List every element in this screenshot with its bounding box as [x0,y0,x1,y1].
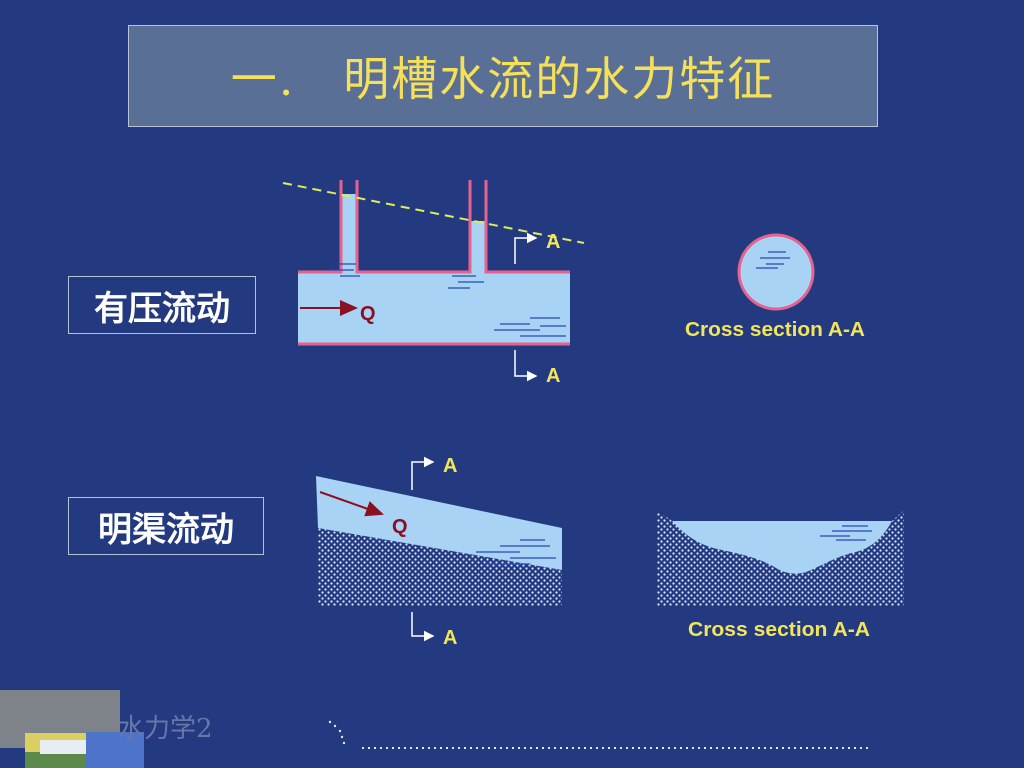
pipe-section-label-top: A [546,231,560,253]
channel-cross-section: Cross section A-A [657,510,904,641]
pipe-section-marker-bottom [514,350,538,382]
channel-section-label-bottom: A [443,627,457,649]
channel-section-marker-top [411,456,435,490]
pipe-cross-section: Cross section A-A [685,233,865,341]
channel-flow-diagram: Q A A [316,455,562,649]
channel-section-label-top: A [443,455,457,477]
channel-cross-section-water [672,521,892,574]
channel-bed-soil [318,528,562,606]
pipe-section-marker-top [514,232,538,264]
channel-section-marker-bottom [411,612,435,642]
channel-flow-arrow [319,491,384,517]
piezometer-water-1 [341,194,357,274]
pipe-top-wall-right [484,180,570,274]
piezometer-water-2 [470,221,486,274]
footer-decoration-blue [86,732,144,768]
hydraulic-grade-line [282,182,585,244]
pipe-top-wall-left [298,180,343,274]
pipe-flow-diagram: Q A A [282,180,585,387]
pipe-section-label-bottom: A [546,365,560,387]
channel-flow-label: Q [392,516,408,538]
pipe-top-wall-middle [355,180,472,274]
channel-ripples [476,539,556,565]
pipe-ripples [330,263,566,337]
pipe-cross-section-caption: Cross section A-A [685,319,865,341]
title-banner: 一. 明槽水流的水力特征 [128,25,878,127]
footer-course-name: 水力学2 [118,714,213,744]
pipe-cross-section-circle [737,233,815,311]
footer-dotted-rule [328,720,872,749]
channel-cross-section-caption: Cross section A-A [688,619,870,641]
pressure-flow-label: 有压流动 [68,276,256,334]
pipe-flow-label: Q [360,303,376,325]
open-channel-flow-label: 明渠流动 [68,497,264,555]
slide-title: 一. 明槽水流的水力特征 [230,52,776,106]
